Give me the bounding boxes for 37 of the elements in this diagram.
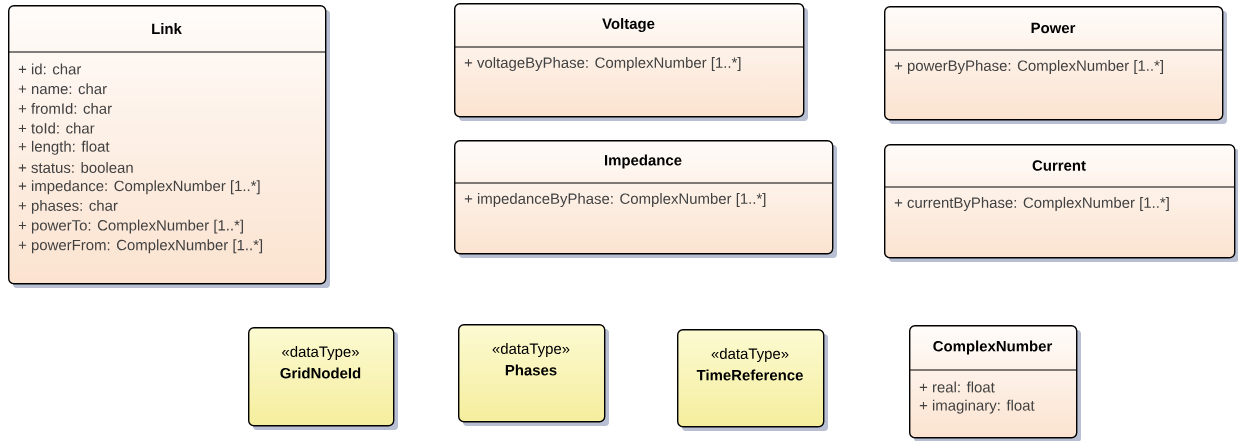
class-name: Voltage	[602, 18, 655, 32]
attribute-text: + name: char	[18, 83, 107, 95]
attribute-text: + real: float	[919, 381, 995, 393]
datatype-box	[248, 327, 398, 430]
class-name: Link	[152, 23, 182, 34]
stereotype-text: «dataType»	[282, 346, 359, 360]
attribute-text: + toId: char	[18, 122, 95, 134]
datatype-box	[677, 329, 828, 431]
attribute-text: + phases: char	[18, 199, 118, 214]
datatype-name: Phases	[505, 364, 557, 376]
attribute-text: + fromId: char	[18, 102, 112, 114]
class-box	[883, 144, 1238, 262]
attribute-text: + powerTo: ComplexNumber [1..*]	[18, 219, 243, 234]
attribute-text: + status: boolean	[18, 162, 133, 173]
class-box	[7, 5, 330, 288]
datatype-box	[458, 324, 609, 426]
attribute-text: + currentByPhase: ComplexNumber [1..*]	[894, 197, 1169, 211]
class-name: ComplexNumber	[933, 340, 1053, 355]
datatype-name: TimeReference	[696, 369, 803, 381]
class-box	[908, 325, 1081, 441]
stereotype-text: «dataType»	[711, 348, 789, 362]
attribute-text: + imaginary: float	[919, 399, 1035, 414]
attribute-text: + powerByPhase: ComplexNumber [1..*]	[894, 60, 1163, 74]
datatype-name: GridNodeId	[280, 367, 361, 379]
attribute-text: + impedanceByPhase: ComplexNumber [1..*]	[464, 193, 766, 207]
class-name: Power	[1031, 22, 1076, 34]
attribute-text: + powerFrom: ComplexNumber [1..*]	[18, 239, 263, 254]
attribute-text: + impedance: ComplexNumber [1..*]	[18, 180, 260, 195]
attribute-text: + voltageByPhase: ComplexNumber [1..*]	[464, 57, 741, 71]
attribute-text: + id: char	[18, 63, 82, 75]
class-name: Current	[1032, 160, 1086, 171]
class-box	[453, 140, 837, 258]
attribute-text: + length: float	[18, 140, 110, 155]
class-box	[883, 6, 1227, 124]
class-box	[453, 3, 808, 121]
stereotype-text: «dataType»	[492, 343, 570, 357]
class-name: Impedance	[605, 154, 682, 169]
